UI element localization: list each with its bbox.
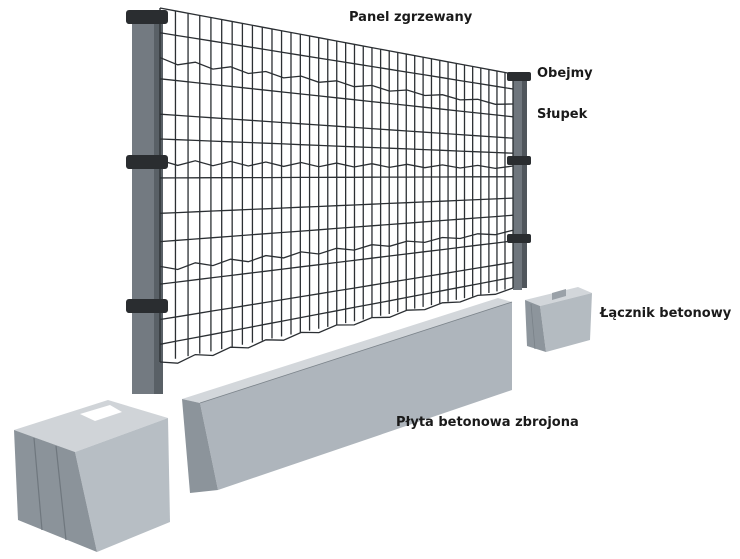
right-post: [513, 76, 527, 290]
small-concrete-connector: [525, 287, 592, 352]
label-slupek: Słupek: [537, 107, 588, 122]
mesh-horizontal-wire: [159, 56, 514, 105]
label-lacznik: Łącznik betonowy: [600, 306, 732, 321]
mesh-horizontal-wire: [159, 138, 514, 154]
mesh-horizontal-wire: [159, 287, 514, 364]
large-concrete-connector: [14, 400, 170, 552]
mesh-horizontal-wire: [159, 276, 514, 345]
mesh-horizontal-wire: [159, 229, 514, 271]
mesh-horizontal-wire: [159, 261, 514, 321]
mesh-horizontal-wire: [159, 240, 514, 285]
label-panel: Panel zgrzewany: [349, 10, 473, 25]
label-plyta: Płyta betonowa zbrojona: [396, 415, 579, 430]
left-post: [132, 12, 163, 394]
mesh-horizontal-wire: [159, 113, 514, 139]
mesh-horizontal-wire: [159, 214, 514, 243]
mesh-horizontal-wire: [159, 32, 514, 90]
mesh-horizontal-wire: [159, 78, 514, 118]
mesh-horizontal-wire: [159, 159, 514, 170]
mesh-horizontal-wire: [159, 176, 514, 179]
clamps: [126, 10, 531, 313]
concrete-slab: [182, 298, 513, 493]
label-obejmy: Obejmy: [537, 66, 593, 81]
mesh-horizontal-wire: [159, 7, 514, 75]
mesh-horizontal-wire: [159, 197, 514, 214]
welded-panel: [159, 7, 514, 364]
